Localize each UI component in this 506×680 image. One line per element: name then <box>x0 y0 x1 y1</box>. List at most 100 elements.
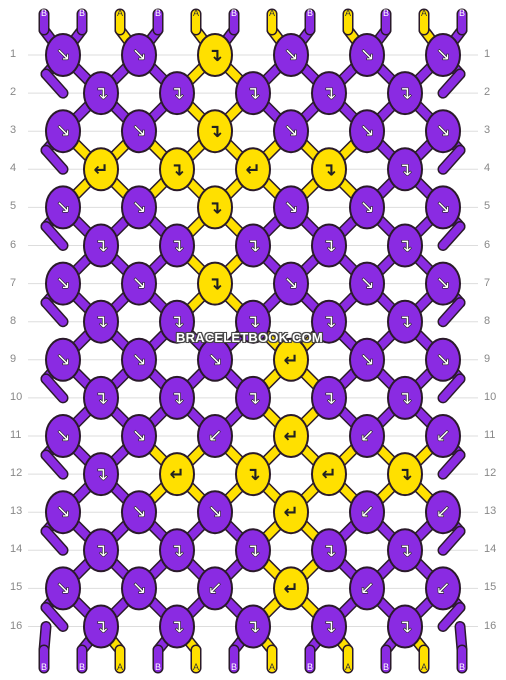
bottom-string-label: B <box>41 662 47 672</box>
knot: ↴ <box>159 71 195 116</box>
knot: ↘ <box>425 261 461 306</box>
knot: ↴ <box>235 375 271 420</box>
knot: ↙ <box>197 414 233 458</box>
knot-arrow-icon: ↘ <box>283 197 298 218</box>
knot-arrow-icon: ↴ <box>93 540 108 561</box>
knot-arrow-icon: ↴ <box>207 45 222 66</box>
knot-oval <box>273 261 309 306</box>
knot: ↴ <box>387 452 423 497</box>
row-label-left: 4 <box>10 162 17 175</box>
top-string-label: B <box>41 8 47 18</box>
knot-oval <box>235 528 271 573</box>
knot: ↘ <box>45 490 81 535</box>
knot: ↴ <box>235 299 271 344</box>
knot-oval <box>425 566 461 611</box>
top-string-label: B <box>383 8 389 18</box>
knot-oval <box>273 490 309 535</box>
knot-arrow-icon: ↴ <box>207 121 222 142</box>
knot: ↘ <box>45 566 81 611</box>
knot: ↵ <box>235 147 271 192</box>
knot-oval <box>83 528 119 573</box>
knot-arrow-icon: ↴ <box>245 540 260 561</box>
row-label-right: 4 <box>484 162 491 175</box>
knot-oval <box>235 147 271 192</box>
knot: ↴ <box>83 452 119 497</box>
row-label-right: 6 <box>484 238 491 251</box>
knot-oval <box>197 414 233 458</box>
knot: ↴ <box>387 223 423 268</box>
knot-oval <box>387 528 423 573</box>
knot: ↴ <box>83 528 119 573</box>
knot-arrow-icon: ↴ <box>93 312 108 333</box>
knot-oval <box>197 109 233 154</box>
knot-arrow-icon: ↴ <box>207 197 222 218</box>
knot-oval <box>273 185 309 230</box>
knot: ↴ <box>83 604 119 649</box>
knot-oval <box>425 261 461 306</box>
row-label-right: 3 <box>484 124 491 137</box>
knot-arrow-icon: ↘ <box>435 121 450 142</box>
knot-arrow-icon: ↵ <box>93 159 108 180</box>
knot: ↘ <box>45 337 81 382</box>
knot-arrow-icon: ↴ <box>93 83 108 104</box>
knot-oval <box>83 375 119 420</box>
knot: ↘ <box>45 33 81 77</box>
knot: ↴ <box>311 147 347 192</box>
knot-oval <box>235 223 271 268</box>
knot-arrow-icon: ↘ <box>359 274 374 295</box>
knot-arrow-icon: ↴ <box>245 464 260 485</box>
knot: ↘ <box>121 33 157 77</box>
knot-arrow-icon: ↵ <box>283 502 298 523</box>
knot: ↘ <box>121 414 157 458</box>
knot: ↴ <box>311 223 347 268</box>
bottom-string-label: B <box>231 662 237 672</box>
knot-arrow-icon: ↴ <box>397 464 412 485</box>
knot-arrow-icon: ↘ <box>283 45 298 66</box>
knot: ↵ <box>311 452 347 497</box>
knot-oval <box>349 109 385 154</box>
bottom-string-label: B <box>155 662 161 672</box>
knot: ↴ <box>197 261 233 306</box>
top-string-label: B <box>79 8 85 18</box>
thread <box>439 527 464 555</box>
row-label-right: 10 <box>484 390 497 403</box>
knot: ↴ <box>235 71 271 116</box>
knot-arrow-icon: ↴ <box>397 540 412 561</box>
knot-arrow-icon: ↵ <box>245 159 260 180</box>
knot-oval <box>349 490 385 535</box>
top-string-label: A <box>117 8 123 18</box>
bottom-string-label: B <box>383 662 389 672</box>
top-string-label: A <box>269 8 275 18</box>
knot-oval <box>83 71 119 116</box>
knot: ↴ <box>387 71 423 116</box>
knot-arrow-icon: ↙ <box>359 426 374 447</box>
knot: ↘ <box>349 109 385 154</box>
knot-arrow-icon: ↘ <box>359 45 374 66</box>
knot-arrow-icon: ↙ <box>435 426 450 447</box>
knot-oval <box>425 185 461 230</box>
knot: ↴ <box>235 452 271 497</box>
knot-arrow-icon: ↘ <box>131 121 146 142</box>
knot-oval <box>349 414 385 458</box>
knot-arrow-icon: ↴ <box>169 540 184 561</box>
knot-arrow-icon: ↴ <box>245 83 260 104</box>
knot-oval <box>45 337 81 382</box>
knot-oval <box>387 452 423 497</box>
thread <box>439 298 464 326</box>
thread <box>42 298 67 326</box>
knot: ↘ <box>273 261 309 306</box>
knot-arrow-icon: ↴ <box>169 617 184 638</box>
row-label-left: 15 <box>10 581 23 594</box>
knot-arrow-icon: ↴ <box>93 617 108 638</box>
knot-arrow-icon: ↙ <box>207 426 222 447</box>
knot-oval <box>349 33 385 77</box>
knot-oval <box>121 109 157 154</box>
knot-oval <box>235 604 271 649</box>
knot-arrow-icon: ↴ <box>169 312 184 333</box>
row-label-right: 7 <box>484 276 491 289</box>
knot: ↘ <box>273 109 309 154</box>
thread <box>42 527 67 555</box>
knot-oval <box>349 261 385 306</box>
knot: ↘ <box>349 261 385 306</box>
